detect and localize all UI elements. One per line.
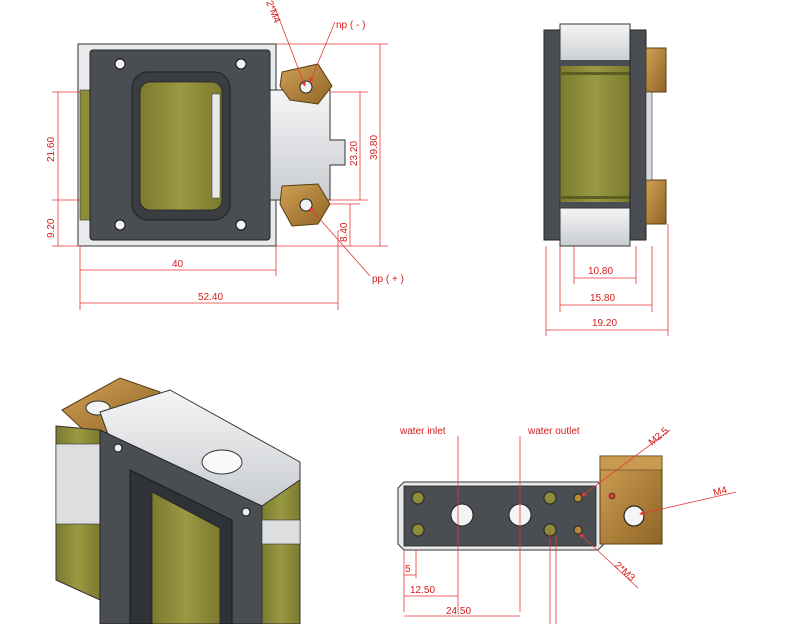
label-thread-2m4: 2*M4 xyxy=(263,0,282,25)
bottom-dimension-lines xyxy=(403,429,737,624)
iso-screw-holes xyxy=(113,443,251,517)
dim-40: 40 xyxy=(172,259,184,270)
side-silver-bottom xyxy=(559,207,631,247)
front-screw-holes xyxy=(114,58,247,231)
side-silver-top xyxy=(559,23,631,65)
bottom-copper-block xyxy=(599,455,663,545)
dim-15-80: 15.80 xyxy=(590,293,615,304)
iso-olive-right xyxy=(261,479,301,624)
side-olive xyxy=(559,63,631,205)
label-water-outlet: water outlet xyxy=(527,426,580,437)
dim-12-50: 12.50 xyxy=(410,585,435,596)
dim-23-20: 23.20 xyxy=(349,141,360,166)
label-2m3: 2*M3 xyxy=(612,560,637,584)
side-copper-bottom xyxy=(645,179,667,225)
front-silver-side xyxy=(269,89,346,201)
dim-52-40: 52.40 xyxy=(198,292,223,303)
dim-19-20: 19.20 xyxy=(592,318,617,329)
dim-10-80: 10.80 xyxy=(588,266,613,277)
label-m2-5: M2.5 xyxy=(647,425,671,448)
label-m4: M4 xyxy=(712,485,729,499)
dim-39-80: 39.80 xyxy=(369,135,380,160)
dim-9-20: 9.20 xyxy=(46,218,57,238)
dim-8-40: 8.40 xyxy=(339,222,350,242)
side-dark-right xyxy=(629,29,647,241)
iso-water-hole xyxy=(201,449,243,475)
isometric-view xyxy=(55,377,301,624)
label-positive: pp ( + ) xyxy=(372,274,404,285)
front-dimension-lines xyxy=(52,7,388,310)
bottom-view: water inlet water outlet M2.5 M4 2*M3 5 … xyxy=(397,425,737,624)
front-view: 2*M4 np ( - ) pp ( + ) 21.60 9.20 23.20 … xyxy=(46,0,404,310)
front-olive-left xyxy=(79,89,91,221)
side-dark-left xyxy=(543,29,561,241)
dim-24-50: 24.50 xyxy=(446,606,471,617)
label-negative: np ( - ) xyxy=(336,20,365,31)
front-window-inner xyxy=(211,93,221,199)
front-window-olive xyxy=(139,81,223,211)
side-dimension-lines xyxy=(545,224,669,336)
side-copper-top xyxy=(645,47,667,93)
label-water-inlet: water inlet xyxy=(399,426,446,437)
dim-21-60: 21.60 xyxy=(46,137,57,162)
dim-5: 5 xyxy=(405,564,411,575)
side-view: 10.80 15.80 19.20 xyxy=(543,23,669,336)
